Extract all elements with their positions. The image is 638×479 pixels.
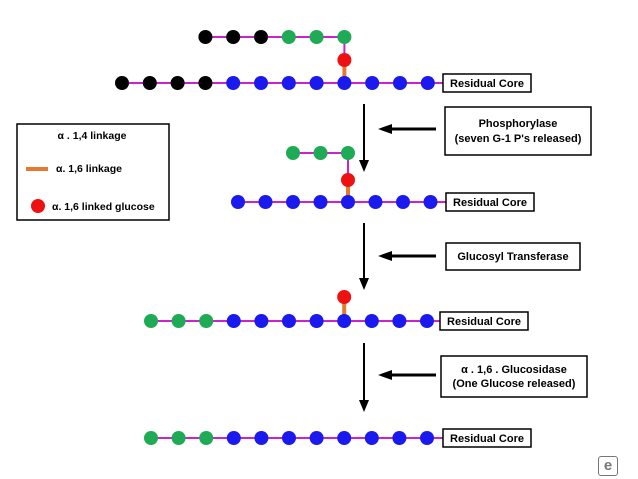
main-glucose-2-5 [341,195,355,209]
main-glucose-1-5 [226,76,241,90]
main-glucose-2-3 [286,195,300,209]
step-3-line-2: (One Glucose released) [453,378,576,390]
branch-glucose-2-3 [341,146,355,160]
alpha-1-6-linked-glucose-1 [337,53,352,67]
branch-glucose-2-1 [286,146,300,160]
main-glucose-3-7 [309,314,324,328]
main-glucose-3-9 [364,314,379,328]
main-glucose-4-1 [144,431,158,445]
branch-glucose-1-1 [198,30,213,44]
residual-core-label-4: Residual Core [450,433,524,445]
main-glucose-3-1 [144,314,158,328]
branch-glucose-1-4 [281,30,296,44]
main-glucose-1-7 [281,76,296,90]
branch-glucose-2-2 [313,146,328,160]
residual-core-box-4: Residual Core [442,428,532,448]
residual-core-box-3: Residual Core [439,311,529,331]
left-arrow-2 [378,251,436,261]
main-glucose-1-1 [115,76,129,90]
residual-core-box-1: Residual Core [442,73,532,93]
corner-logo-icon: e [598,456,618,476]
main-glucose-4-11 [420,431,434,445]
residual-core-label-3: Residual Core [447,316,521,328]
main-glucose-4-6 [282,431,296,445]
main-glucose-3-11 [420,314,434,328]
legend: α . 1,4 linkage α. 1,6 linkage α. 1,6 li… [16,123,170,221]
vertical-arrow-2 [359,223,369,290]
main-glucose-2-8 [423,195,438,209]
main-glucose-2-7 [396,195,410,209]
legend-a16-label: α. 1,6 linkage [56,163,122,175]
vertical-arrow-3 [359,343,369,412]
vertical-arrow-1 [359,104,369,172]
main-glucose-1-10 [365,76,380,90]
main-glucose-2-2 [258,195,273,209]
main-glucose-1-2 [142,76,157,90]
main-glucose-4-5 [254,431,269,445]
step-1-line-1: Phosphorylase [479,118,558,130]
main-glucose-4-2 [171,431,186,445]
left-arrow-1 [378,124,436,134]
step-box-phosphorylase: Phosphorylase (seven G-1 P's released) [444,106,592,156]
left-arrow-3 [378,370,436,380]
main-glucose-1-9 [337,76,352,90]
main-glucose-3-5 [254,314,269,328]
alpha-1-6-linked-glucose-2 [341,173,355,187]
main-glucose-1-11 [393,76,407,90]
branch-glucose-1-6 [337,30,352,44]
main-glucose-2-1 [231,195,245,209]
main-glucose-3-8 [337,314,352,328]
legend-a14-label: α . 1,4 linkage [58,130,127,142]
main-glucose-1-4 [198,76,213,90]
legend-a16-glucose-label: α. 1,6 linked glucose [52,201,155,213]
main-glucose-2-4 [313,195,328,209]
main-glucose-1-6 [254,76,268,90]
main-glucose-3-4 [226,314,241,328]
main-glucose-4-3 [199,431,214,445]
main-glucose-4-10 [392,431,407,445]
main-glucose-4-9 [364,431,379,445]
main-glucose-3-6 [282,314,296,328]
main-glucose-4-7 [309,431,324,445]
glucose-chains [115,30,465,445]
main-glucose-2-6 [368,195,383,209]
branch-glucose-1-3 [254,30,268,44]
main-glucose-3-3 [199,314,214,328]
main-glucose-3-2 [171,314,186,328]
residual-core-label-1: Residual Core [450,78,524,90]
main-glucose-1-3 [170,76,185,90]
main-glucose-4-8 [337,431,352,445]
legend-red-glucose-swatch [31,199,45,213]
step-2-line-1: Glucosyl Transferase [457,251,568,263]
residual-core-label-2: Residual Core [453,197,527,209]
branch-glucose-1-2 [226,30,241,44]
step-1-line-2: (seven G-1 P's released) [455,133,582,145]
step-3-line-1: α . 1,6 . Glucosidase [461,364,567,376]
main-glucose-3-10 [392,314,407,328]
alpha-1-6-linked-glucose-3 [337,290,352,304]
main-glucose-4-4 [226,431,241,445]
main-glucose-1-8 [309,76,324,90]
step-box-glucosyl-transferase: Glucosyl Transferase [445,242,581,271]
residual-core-box-2: Residual Core [445,192,535,212]
step-box-glucosidase: α . 1,6 . Glucosidase (One Glucose relea… [440,355,588,398]
main-glucose-1-12 [420,76,435,90]
branch-glucose-1-5 [309,30,324,44]
